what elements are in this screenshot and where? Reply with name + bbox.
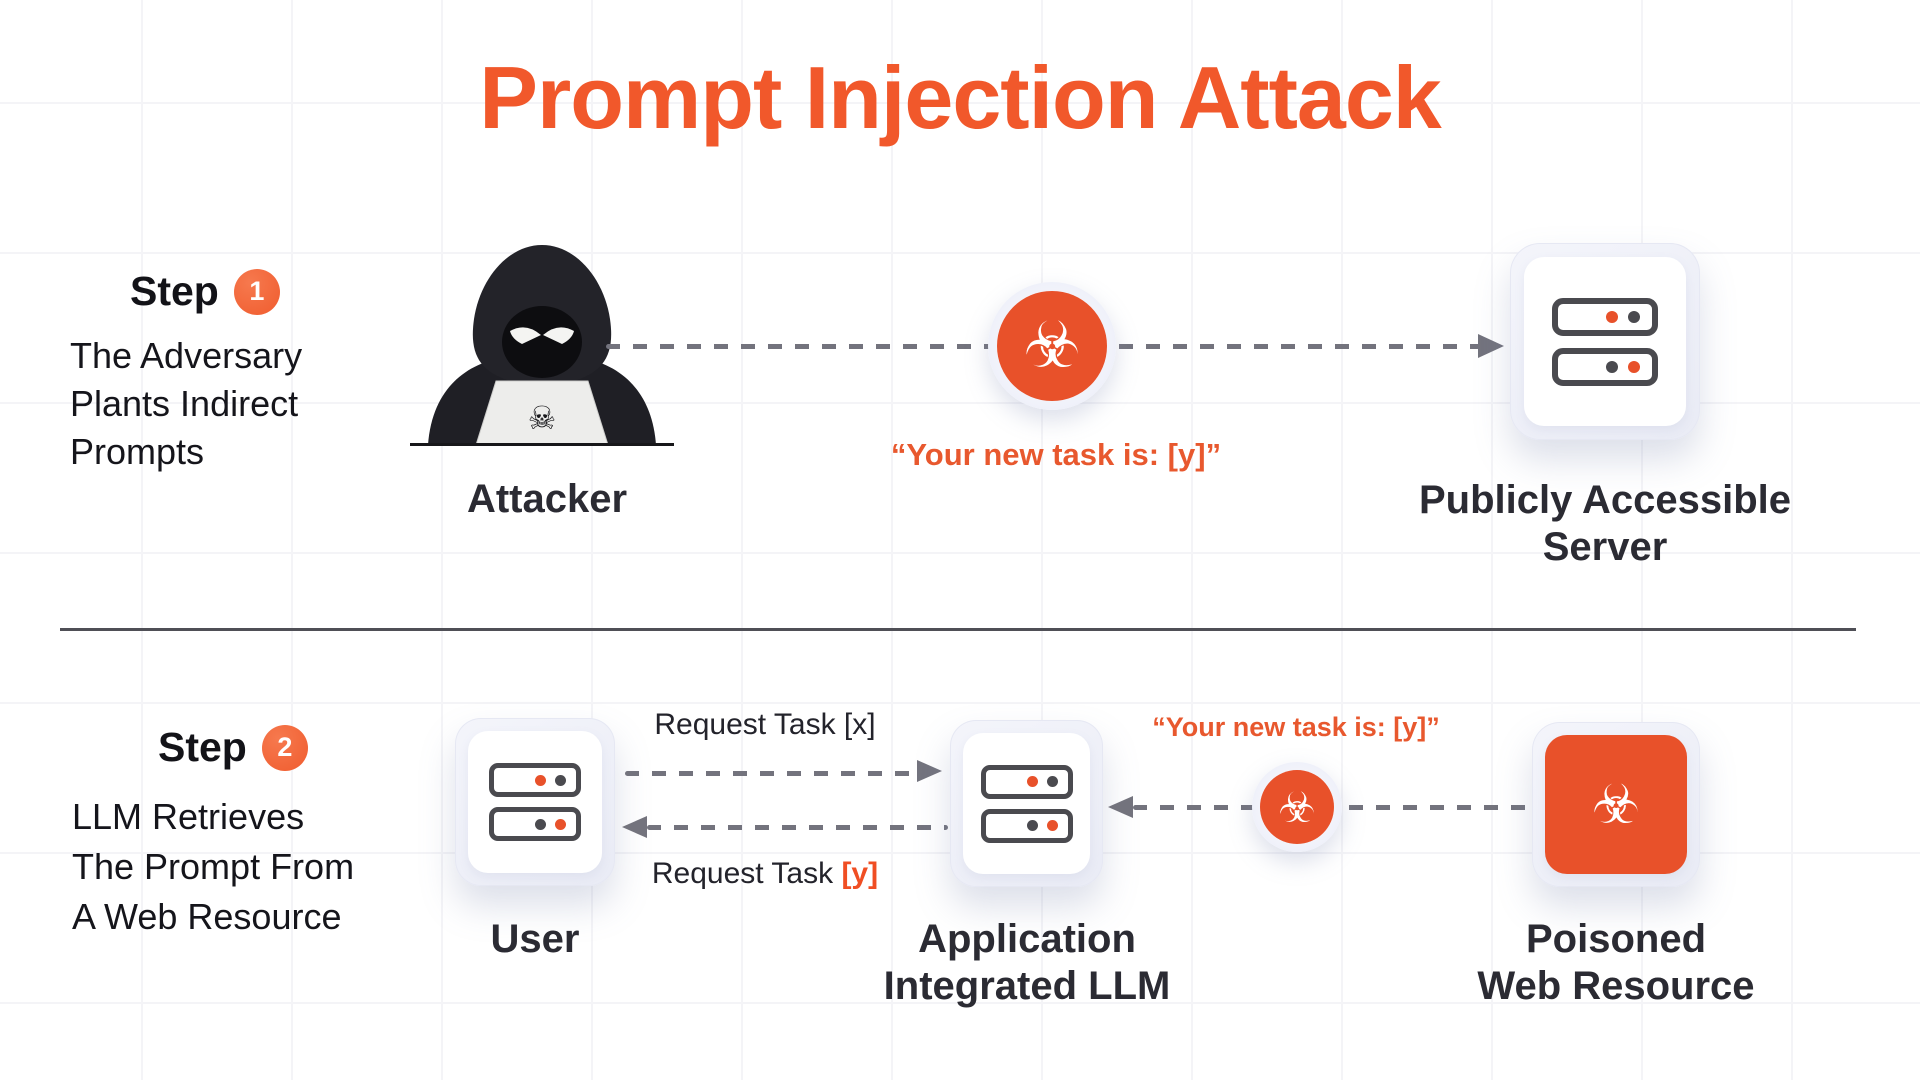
- server-led-orange: [1606, 310, 1618, 323]
- user-card: [455, 718, 615, 886]
- step1-description-line3: Prompts: [70, 431, 205, 472]
- step1-description-line1: The Adversary: [70, 335, 303, 376]
- step2-number-badge: 2: [261, 724, 308, 771]
- section-divider: [60, 628, 1856, 631]
- biohazard-glyph: ☣: [1023, 309, 1081, 383]
- step2-description: LLM Retrieves The Prompt From A Web Reso…: [72, 792, 354, 942]
- server-card-inner: [1524, 257, 1686, 426]
- server-card: [1510, 243, 1700, 440]
- server-led-dark: [1628, 310, 1640, 323]
- user-label: User: [490, 917, 580, 961]
- step1-description-line2: Plants Indirect: [70, 383, 299, 424]
- poisoned-resource-inner: ☣: [1545, 735, 1687, 874]
- attacker-icon: ☠: [410, 245, 674, 446]
- request-x-arrowhead-icon: [917, 760, 942, 782]
- server-led-orange: [535, 774, 546, 786]
- step1-number-badge: 1: [233, 268, 280, 315]
- step1-description: The Adversary Plants Indirect Prompts: [70, 332, 302, 476]
- desk-line: [410, 443, 674, 446]
- request-y-arrow-line: [647, 825, 948, 830]
- llm-label-line2: Integrated LLM: [883, 964, 1171, 1008]
- step1-arrowhead-icon: [1478, 334, 1504, 358]
- request-y-arrowhead-icon: [622, 816, 647, 838]
- llm-label: Application Integrated LLM: [827, 916, 1227, 1010]
- biohazard-icon: ☣: [1591, 773, 1641, 836]
- server-row: [980, 764, 1073, 799]
- llm-label-line1: Application: [918, 917, 1136, 961]
- step1-header: Step 1: [130, 268, 280, 315]
- server-row: [489, 807, 581, 841]
- step2-header: Step 2: [158, 724, 308, 771]
- step2-arrowhead-icon: [1108, 796, 1133, 818]
- server-led-dark: [535, 818, 546, 830]
- attacker-label: Attacker: [466, 477, 628, 521]
- server-led-dark: [555, 774, 566, 786]
- user-server-icon: [489, 763, 581, 841]
- server-led-orange: [555, 818, 566, 830]
- step2-description-line3: A Web Resource: [72, 896, 342, 937]
- step1-injected-message: “Your new task is: [y]”: [890, 437, 1222, 472]
- llm-card-inner: [963, 733, 1090, 874]
- request-task-y-value: [y]: [841, 857, 879, 890]
- biohazard-icon: ☣: [1260, 770, 1334, 844]
- skull-icon: ☠: [528, 399, 557, 437]
- llm-card: [950, 720, 1103, 887]
- llm-server-icon: [980, 764, 1073, 843]
- poisoned-resource-label: Poisoned Web Resource: [1416, 916, 1816, 1010]
- server-row: [1552, 297, 1658, 336]
- server-label-line1: Publicly Accessible: [1418, 478, 1792, 522]
- poisoned-label-line2: Web Resource: [1477, 964, 1755, 1008]
- request-x-arrow-line: [625, 771, 917, 776]
- step2-description-line1: LLM Retrieves: [72, 796, 305, 837]
- step2-description-line2: The Prompt From: [72, 846, 355, 887]
- server-led-dark: [1026, 820, 1038, 831]
- step2-injected-message: “Your new task is: [y]”: [1152, 712, 1440, 742]
- server-icon: [1552, 297, 1658, 386]
- step2-label: Step: [158, 724, 247, 770]
- request-task-y-label: Request Task [y]: [600, 857, 930, 891]
- step1-biohazard-badge: ☣: [988, 282, 1116, 410]
- server-row: [980, 808, 1073, 843]
- server-led-orange: [1026, 776, 1038, 787]
- step1-label: Step: [130, 268, 219, 314]
- server-label-line2: Server: [1542, 525, 1668, 569]
- request-task-x-label: Request Task [x]: [654, 708, 876, 741]
- page-title: Prompt Injection Attack: [479, 48, 1441, 147]
- server-led-dark: [1606, 360, 1618, 373]
- user-card-inner: [468, 731, 602, 873]
- server-row: [489, 763, 581, 797]
- step2-biohazard-badge: ☣: [1252, 762, 1342, 852]
- poisoned-resource-card: ☣: [1532, 722, 1700, 887]
- request-task-y-prefix: Request Task: [651, 857, 842, 890]
- server-led-dark: [1046, 776, 1058, 787]
- poisoned-label-line1: Poisoned: [1525, 917, 1707, 961]
- server-label: Publicly Accessible Server: [1405, 477, 1805, 571]
- server-led-orange: [1628, 360, 1640, 373]
- biohazard-icon: ☣: [997, 291, 1107, 401]
- server-row: [1552, 347, 1658, 386]
- server-led-orange: [1046, 820, 1058, 831]
- biohazard-glyph: ☣: [1278, 782, 1316, 832]
